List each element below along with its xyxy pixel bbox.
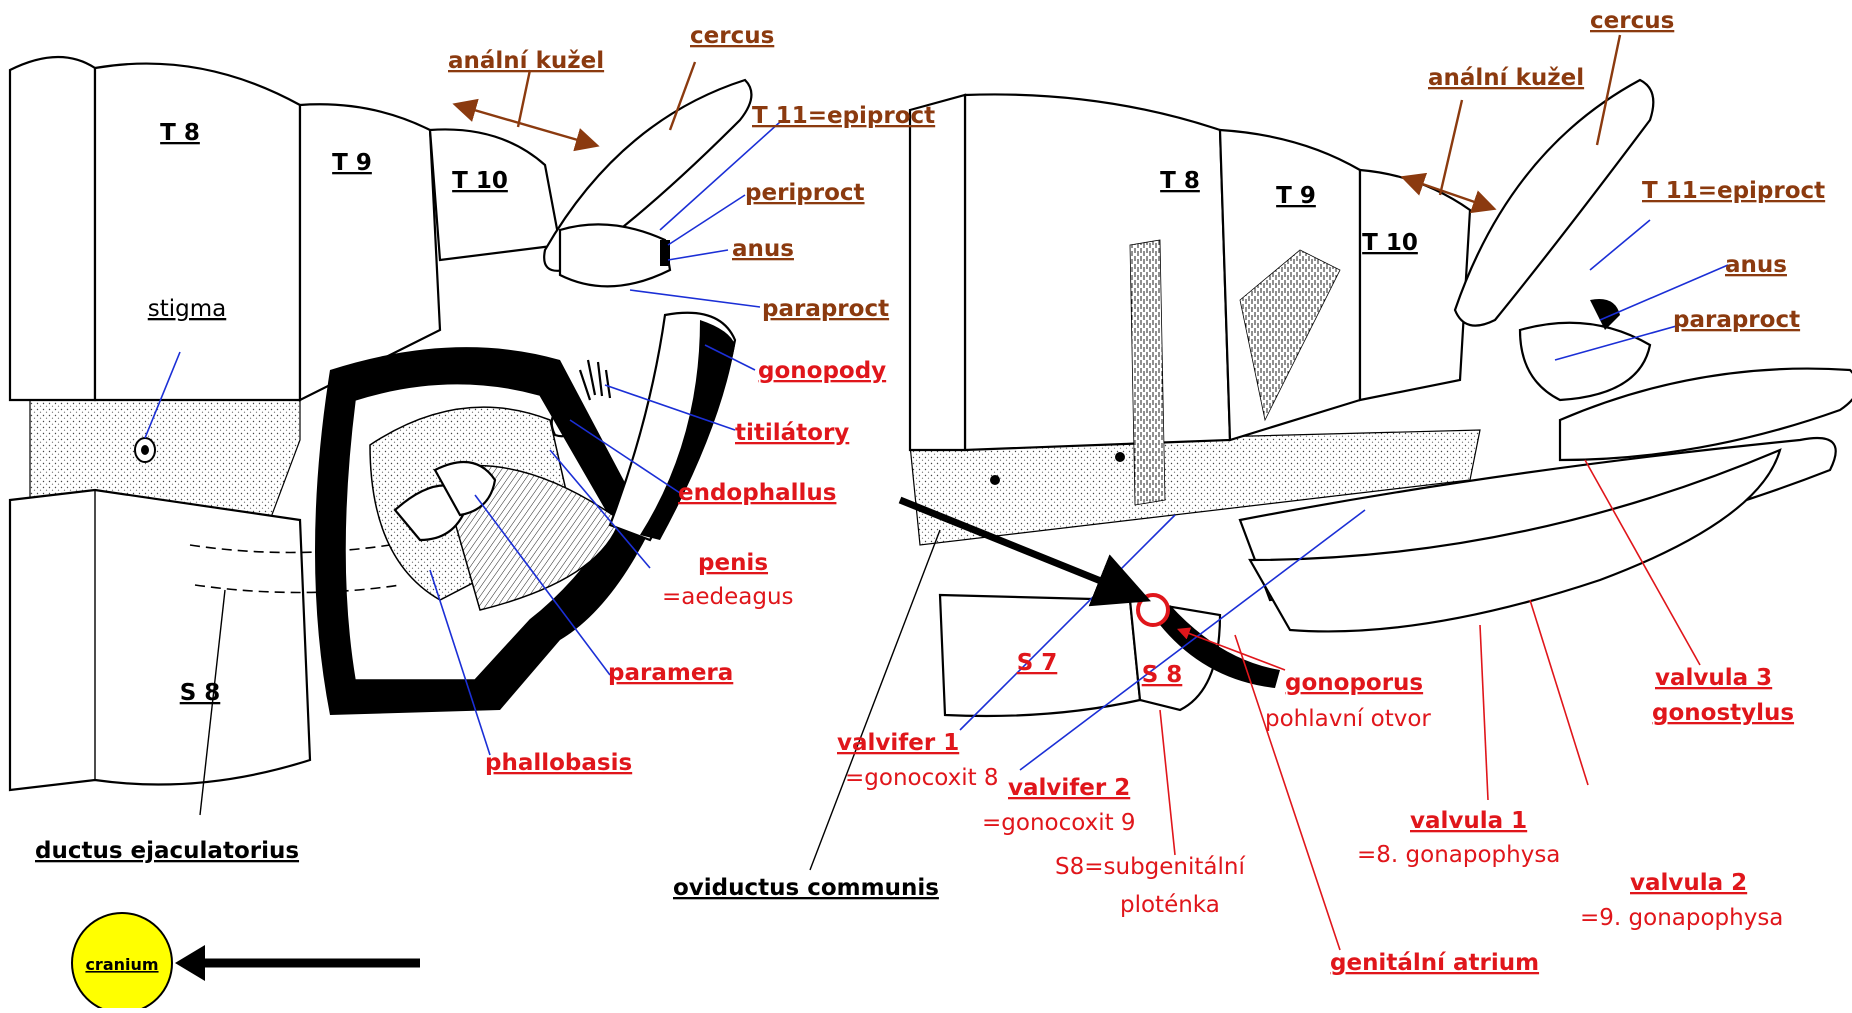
label-t8-left: T 8 xyxy=(160,120,200,146)
label-s7: S 7 xyxy=(1017,650,1058,676)
cranium-badge: cranium xyxy=(72,913,172,1008)
label-anus-left: anus xyxy=(732,236,794,262)
label-valvifer-1: valvifer 1 xyxy=(837,730,959,756)
label-gonocoxit-8: =gonocoxit 8 xyxy=(845,765,999,791)
label-cercus-right: cercus xyxy=(1590,8,1674,34)
label-phallobasis: phallobasis xyxy=(485,750,632,776)
label-epiproct-right: T 11=epiproct xyxy=(1642,178,1825,204)
label-penis: penis xyxy=(698,550,768,576)
label-valvifer-2: valvifer 2 xyxy=(1008,775,1130,801)
label-stigma: stigma xyxy=(148,296,227,322)
label-t9-right: T 9 xyxy=(1276,183,1316,209)
label-endophallus: endophallus xyxy=(678,480,836,506)
label-genitalni-atrium: genitální atrium xyxy=(1330,950,1539,976)
label-pohlavni-otvor: pohlavní otvor xyxy=(1265,706,1431,732)
label-epiproct-left: T 11=epiproct xyxy=(752,103,935,129)
label-paramera: paramera xyxy=(608,660,733,686)
label-gonopody: gonopody xyxy=(758,358,886,384)
label-t10-left: T 10 xyxy=(452,168,508,194)
label-aedeagus: =aedeagus xyxy=(662,584,794,610)
label-gonostylus: gonostylus xyxy=(1652,700,1794,726)
label-valvula-3: valvula 3 xyxy=(1655,665,1772,691)
label-s8-right: S 8 xyxy=(1142,662,1183,688)
label-anus-right: anus xyxy=(1725,252,1787,278)
label-valvula-1: valvula 1 xyxy=(1410,808,1527,834)
label-gonocoxit-9: =gonocoxit 9 xyxy=(982,810,1136,836)
label-cercus-left: cercus xyxy=(690,23,774,49)
label-subgenitalni-2: ploténka xyxy=(1120,892,1220,918)
label-s8-left: S 8 xyxy=(180,680,221,706)
label-valvula-2: valvula 2 xyxy=(1630,870,1747,896)
label-gonoporus: gonoporus xyxy=(1285,670,1423,696)
female-abdomen-drawing xyxy=(910,80,1852,716)
label-t10-right: T 10 xyxy=(1362,230,1418,256)
label-subgenitalni-1: S8=subgenitální xyxy=(1055,854,1245,880)
label-gonapophysa-9: =9. gonapophysa xyxy=(1580,905,1783,931)
label-titilatory: titilátory xyxy=(735,420,849,446)
label-cranium: cranium xyxy=(85,955,158,974)
label-analni-kuzel-right: anální kužel xyxy=(1428,65,1584,91)
label-gonapophysa-8: =8. gonapophysa xyxy=(1357,842,1560,868)
label-paraproct-left: paraproct xyxy=(762,296,889,322)
label-analni-kuzel-left: anální kužel xyxy=(448,48,604,74)
label-t9-left: T 9 xyxy=(332,150,372,176)
label-t8-right: T 8 xyxy=(1160,168,1200,194)
label-ductus-ejaculatorius: ductus ejaculatorius xyxy=(35,838,299,864)
label-oviductus-communis: oviductus communis xyxy=(673,875,939,901)
label-paraproct-right: paraproct xyxy=(1673,307,1800,333)
label-periproct: periproct xyxy=(745,180,865,206)
